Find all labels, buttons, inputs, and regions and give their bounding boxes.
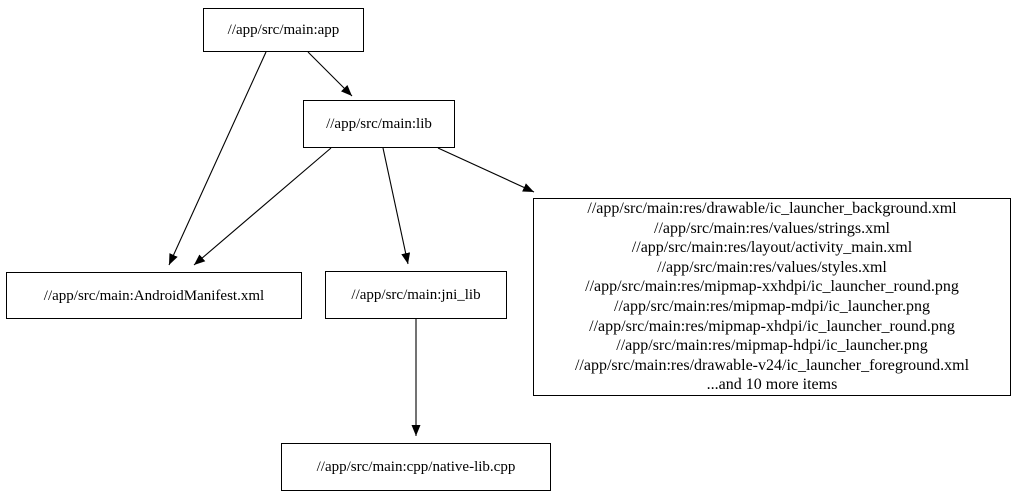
node-lib: //app/src/main:lib [303, 100, 455, 148]
resource-line: //app/src/main:res/drawable/ic_launcher_… [587, 200, 957, 218]
node-jni-lib: //app/src/main:jni_lib [325, 271, 507, 319]
resource-line: //app/src/main:res/mipmap-hdpi/ic_launch… [616, 337, 928, 355]
edge-lib-to-manifest [193, 147, 332, 266]
node-jni-lib-label: //app/src/main:jni_lib [351, 287, 481, 303]
node-android-manifest-label: //app/src/main:AndroidManifest.xml [43, 287, 265, 304]
edge-app-to-manifest [168, 51, 267, 266]
node-app-label: //app/src/main:app [227, 22, 340, 38]
resource-line: //app/src/main:res/values/styles.xml [657, 258, 887, 276]
resource-line-more: ...and 10 more items [706, 376, 838, 394]
resource-line: //app/src/main:res/layout/activity_main.… [631, 239, 913, 257]
resource-line: //app/src/main:res/drawable-v24/ic_launc… [574, 356, 970, 374]
edge-lib-to-resources [437, 147, 535, 193]
resource-line: //app/src/main:res/mipmap-xhdpi/ic_launc… [589, 317, 955, 335]
node-native-lib-cpp-label: //app/src/main:cpp/native-lib.cpp [316, 459, 516, 475]
node-resources-group: //app/src/main:res/drawable/ic_launcher_… [533, 198, 1011, 396]
node-lib-label: //app/src/main:lib [326, 116, 432, 132]
node-android-manifest: //app/src/main:AndroidManifest.xml [6, 272, 302, 319]
resource-line: //app/src/main:res/values/strings.xml [654, 219, 890, 237]
node-app: //app/src/main:app [203, 8, 364, 52]
resource-line: //app/src/main:res/mipmap-xxhdpi/ic_laun… [585, 278, 959, 296]
resource-line: //app/src/main:res/mipmap-mdpi/ic_launch… [614, 298, 930, 315]
edge-app-to-lib [307, 51, 353, 97]
node-native-lib-cpp: //app/src/main:cpp/native-lib.cpp [281, 443, 551, 491]
edge-lib-to-jni-lib [382, 147, 411, 265]
